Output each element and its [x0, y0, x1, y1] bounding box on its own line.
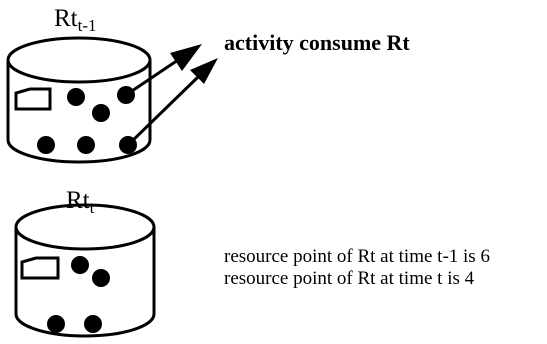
resource-dot — [92, 104, 110, 122]
top-cylinder-label: Rtt-1 — [54, 5, 97, 36]
top-tag-icon — [14, 87, 52, 111]
resource-dot — [47, 315, 65, 333]
resource-dot — [92, 269, 110, 287]
bottom-label-base: Rt — [66, 187, 90, 214]
bottom-cylinder-body — [14, 227, 156, 338]
bottom-label-subscript: t — [89, 198, 95, 217]
arrow-line-lower — [126, 75, 200, 147]
resource-dot — [84, 315, 102, 333]
bottom-container-cylinder — [14, 203, 156, 338]
resource-dot — [37, 136, 55, 154]
bottom-cylinder-label: Rtt — [66, 187, 94, 218]
resource-dot — [67, 88, 85, 106]
top-label-base: Rt — [54, 5, 78, 32]
arrow-head-lower — [190, 58, 218, 84]
arrow-line-upper — [125, 58, 179, 97]
top-container-cylinder — [6, 36, 152, 164]
bottom-resource-dots — [47, 256, 110, 333]
note-line-t-minus-1: resource point of Rt at time t-1 is 6 — [224, 246, 490, 267]
consume-arrows — [125, 44, 218, 147]
bottom-cylinder-lid — [14, 203, 156, 251]
resource-dot — [77, 136, 95, 154]
bottom-tag-icon — [20, 256, 60, 280]
arrow-head-upper — [170, 44, 202, 71]
resource-dot — [71, 256, 89, 274]
note-line-t: resource point of Rt at time t is 4 — [224, 268, 475, 289]
top-cylinder-lid — [6, 36, 152, 84]
notes-block: resource point of Rt at time t-1 is 6 re… — [224, 246, 490, 290]
top-label-subscript: t-1 — [77, 16, 97, 35]
activity-label: activity consume Rt — [224, 30, 410, 55]
